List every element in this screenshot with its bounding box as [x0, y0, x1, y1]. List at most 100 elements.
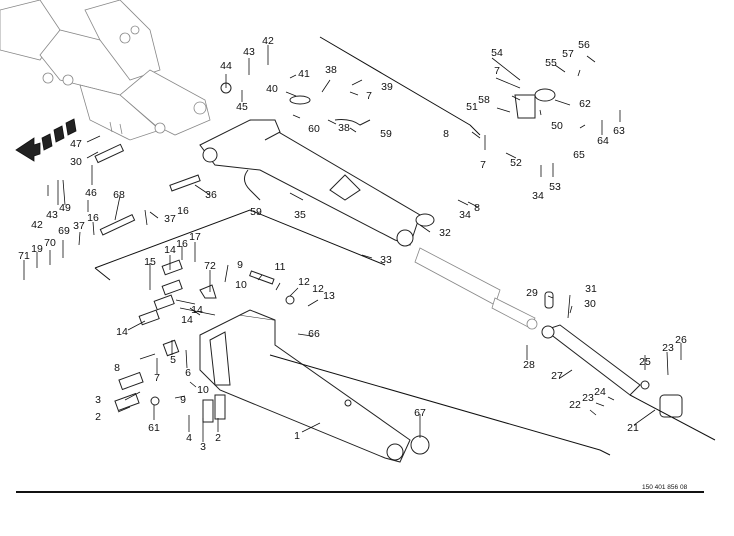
part-label: 64 — [597, 134, 609, 147]
part-label: 42 — [262, 34, 274, 47]
part-label: 68 — [113, 188, 125, 201]
part-label: 28 — [523, 358, 535, 371]
part-label: 11 — [274, 260, 286, 273]
part-label: 42 — [31, 218, 43, 231]
part-label: 51 — [466, 100, 478, 113]
part-label: 31 — [585, 282, 597, 295]
part-label: 27 — [551, 369, 563, 382]
part-label: 2 — [95, 410, 101, 423]
part-label: 17 — [189, 230, 201, 243]
part-label: 9 — [180, 393, 186, 406]
part-label: 14 — [181, 313, 193, 326]
part-label: 23 — [582, 391, 594, 404]
part-label: 12 — [312, 282, 324, 295]
part-label: 57 — [562, 47, 574, 60]
part-label: 7 — [494, 64, 500, 77]
link-27 — [541, 324, 641, 396]
part-label: 53 — [549, 180, 561, 193]
machine-frame-background — [0, 0, 211, 141]
footer-rule — [16, 491, 704, 493]
part-label: 23 — [662, 341, 674, 354]
part-label: 1 — [294, 429, 300, 442]
main-boom-1 — [199, 309, 411, 463]
part-label: 52 — [510, 156, 522, 169]
part-label: 62 — [579, 97, 591, 110]
part-label: 16 — [176, 237, 188, 250]
part-label: 38 — [338, 121, 350, 134]
part-label: 7 — [480, 158, 486, 171]
part-label: 10 — [235, 278, 247, 291]
part-label: 8 — [474, 201, 480, 214]
part-label: 2 — [215, 431, 221, 444]
part-label: 12 — [298, 275, 310, 288]
part-label: 44 — [220, 59, 232, 72]
part-label: 14 — [191, 303, 203, 316]
part-label: 58 — [478, 93, 490, 106]
part-label: 65 — [573, 148, 585, 161]
part-label: 37 — [73, 219, 85, 232]
part-label: 50 — [551, 119, 563, 132]
part-label: 19 — [31, 242, 43, 255]
hydraulic-cylinder — [414, 247, 538, 330]
part-label: 33 — [380, 253, 392, 266]
part-label: 16 — [177, 204, 189, 217]
part-label: 14 — [164, 243, 176, 256]
part-label: 21 — [627, 421, 639, 434]
part-label: 59 — [250, 205, 262, 218]
part-label: 47 — [70, 137, 82, 150]
part-label: 10 — [197, 383, 209, 396]
part-label: 7 — [154, 371, 160, 384]
part-label: 45 — [236, 100, 248, 113]
part-label: 24 — [594, 385, 606, 398]
part-label: 59 — [380, 127, 392, 140]
part-label: 70 — [44, 236, 56, 249]
part-label: 16 — [87, 211, 99, 224]
part-label: 29 — [526, 286, 538, 299]
small-parts — [94, 82, 683, 455]
part-label: 7 — [366, 89, 372, 102]
part-label: 40 — [266, 82, 278, 95]
part-label: 72 — [204, 259, 216, 272]
part-label: 36 — [205, 188, 217, 201]
part-label: 32 — [439, 226, 451, 239]
part-label: 55 — [545, 56, 557, 69]
part-label: 25 — [639, 355, 651, 368]
part-label: 4 — [186, 431, 192, 444]
part-label: 22 — [569, 398, 581, 411]
part-label: 8 — [443, 127, 449, 140]
part-label: 71 — [18, 249, 30, 262]
part-label: 56 — [578, 38, 590, 51]
part-label: 6 — [185, 366, 191, 379]
part-label: 46 — [85, 186, 97, 199]
part-label: 60 — [308, 122, 320, 135]
part-label: 34 — [459, 208, 471, 221]
part-label: 63 — [613, 124, 625, 137]
part-label: 39 — [381, 80, 393, 93]
part-label: 9 — [237, 258, 243, 271]
part-label: 43 — [243, 45, 255, 58]
part-label: 69 — [58, 224, 70, 237]
upper-arm-35 — [199, 119, 421, 247]
part-label: 30 — [70, 155, 82, 168]
part-label: 66 — [308, 327, 320, 340]
part-label: 15 — [144, 255, 156, 268]
part-label: 34 — [532, 189, 544, 202]
part-label: 35 — [294, 208, 306, 221]
direction-arrow-icon — [15, 118, 77, 162]
part-label: 26 — [675, 333, 687, 346]
part-label: 3 — [95, 393, 101, 406]
part-label: 61 — [148, 421, 160, 434]
part-label: 3 — [200, 440, 206, 453]
part-label: 67 — [414, 406, 426, 419]
part-label: 14 — [116, 325, 128, 338]
part-label: 54 — [491, 46, 503, 59]
leader-lines — [23, 36, 716, 456]
part-label: 43 — [46, 208, 58, 221]
drawing-number: 150 401 856 08 — [642, 484, 688, 491]
part-label: 37 — [164, 212, 176, 225]
part-label: 30 — [584, 297, 596, 310]
part-label: 38 — [325, 63, 337, 76]
part-label: 13 — [323, 289, 335, 302]
part-label: 8 — [114, 361, 120, 374]
